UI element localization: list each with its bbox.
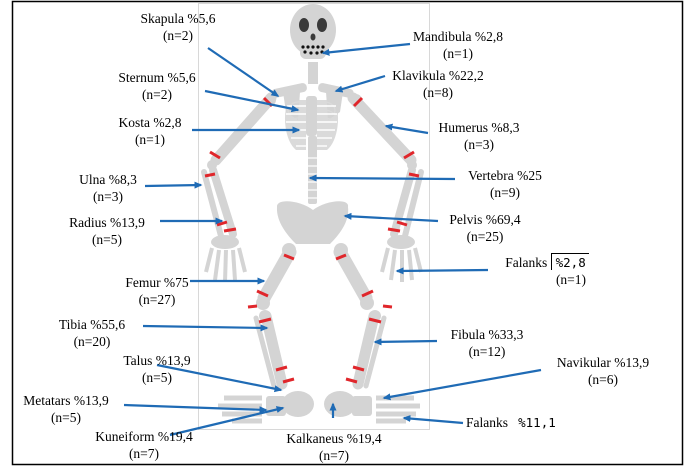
arrow-falanks-foot xyxy=(404,418,463,423)
label-pelvis: Pelvis %69,4 (n=25) xyxy=(440,211,530,245)
label-name: Mandibula %2,8 xyxy=(402,28,514,45)
label-name: Humerus %8,3 xyxy=(428,119,530,136)
label-ulna: Ulna %8,3 (n=3) xyxy=(73,171,143,205)
arrow-vertebra xyxy=(310,178,455,179)
label-femur: Femur %75 (n=27) xyxy=(117,274,197,308)
label-fibula: Fibula %33,3 (n=12) xyxy=(439,326,535,360)
label-kalkaneus: Kalkaneus %19,4 (n=7) xyxy=(272,430,396,464)
label-talus: Talus %13,9 (n=5) xyxy=(109,352,205,386)
label-name: Navikular %13,9 xyxy=(542,354,664,371)
label-name: Ulna %8,3 xyxy=(73,171,143,188)
label-name: Kalkaneus %19,4 xyxy=(272,430,396,447)
label-count: (n=1) xyxy=(486,271,608,288)
arrow-navikular xyxy=(384,370,541,398)
label-count: (n=7) xyxy=(272,447,396,464)
label-humerus: Humerus %8,3 (n=3) xyxy=(428,119,530,153)
foot-right xyxy=(324,391,420,421)
label-count: (n=5) xyxy=(57,231,157,248)
label-vertebra: Vertebra %25 (n=9) xyxy=(456,167,554,201)
label-sternum: Sternum %5,6 (n=2) xyxy=(110,69,204,103)
label-metatars: Metatars %13,9 (n=5) xyxy=(10,392,122,426)
label-radius: Radius %13,9 (n=5) xyxy=(57,214,157,248)
arrow-falanks-hand xyxy=(397,270,488,271)
label-count: (n=25) xyxy=(440,228,530,245)
label-name: Tibia %55,6 xyxy=(42,316,142,333)
label-count: (n=2) xyxy=(110,86,204,103)
label-name: Femur %75 xyxy=(117,274,197,291)
label-kosta: Kosta %2,8 (n=1) xyxy=(108,114,192,148)
label-count: (n=3) xyxy=(428,136,530,153)
pelvis xyxy=(277,201,348,244)
hand-right xyxy=(382,235,421,282)
sternum xyxy=(306,96,317,136)
spine xyxy=(308,136,317,204)
label-count: (n=5) xyxy=(10,409,122,426)
label-name: Falanks xyxy=(466,415,508,430)
label-name: Kuneiform %19,4 xyxy=(84,428,204,445)
label-name: Falanks xyxy=(505,255,547,270)
label-count: (n=3) xyxy=(73,188,143,205)
neck xyxy=(308,62,318,84)
label-count: (n=8) xyxy=(380,84,496,101)
arrow-ulna xyxy=(145,185,201,186)
arrow-klavikula xyxy=(336,76,385,91)
arrow-tibia xyxy=(143,326,267,328)
label-count: (n=5) xyxy=(109,369,205,386)
label-count: (n=20) xyxy=(42,333,142,350)
label-name: Metatars %13,9 xyxy=(10,392,122,409)
femur-right xyxy=(340,252,366,298)
label-count: (n=6) xyxy=(542,371,664,388)
label-percent: %11,1 xyxy=(518,415,556,430)
label-name: Vertebra %25 xyxy=(456,167,554,184)
label-count: (n=12) xyxy=(439,343,535,360)
label-count: (n=1) xyxy=(402,45,514,62)
label-count: (n=2) xyxy=(133,27,223,44)
label-count: (n=27) xyxy=(117,291,197,308)
label-name: Kosta %2,8 xyxy=(108,114,192,131)
arrow-pelvis xyxy=(345,216,438,221)
foot-left xyxy=(218,391,314,421)
label-name: Pelvis %69,4 xyxy=(440,211,530,228)
label-name: Fibula %33,3 xyxy=(439,326,535,343)
label-name: Radius %13,9 xyxy=(57,214,157,231)
label-name: Klavikula %22,2 xyxy=(380,67,496,84)
arrow-fibula xyxy=(375,341,437,342)
label-name: Sternum %5,6 xyxy=(110,69,204,86)
arrow-mandibula xyxy=(323,44,410,53)
label-skapula: Skapula %5,6 (n=2) xyxy=(133,10,223,44)
hand-left xyxy=(206,235,245,282)
label-falanks-foot: Falanks %11,1 xyxy=(466,414,586,431)
femur-left xyxy=(264,252,290,298)
label-count: (n=1) xyxy=(108,131,192,148)
label-falanks-hand: Falanks %2,8 (n=1) xyxy=(486,254,608,288)
label-kuneiform: Kuneiform %19,4 (n=7) xyxy=(84,428,204,462)
label-mandibula: Mandibula %2,8 (n=1) xyxy=(402,28,514,62)
label-klavikula: Klavikula %22,2 (n=8) xyxy=(380,67,496,101)
label-percent: %2,8 xyxy=(551,253,589,270)
arrow-humerus xyxy=(386,126,428,133)
label-count: (n=9) xyxy=(456,184,554,201)
arrow-skapula xyxy=(208,48,278,96)
label-name: Talus %13,9 xyxy=(109,352,205,369)
label-navikular: Navikular %13,9 (n=6) xyxy=(542,354,664,388)
label-count: (n=7) xyxy=(84,445,204,462)
label-name: Skapula %5,6 xyxy=(133,10,223,27)
label-tibia: Tibia %55,6 (n=20) xyxy=(42,316,142,350)
